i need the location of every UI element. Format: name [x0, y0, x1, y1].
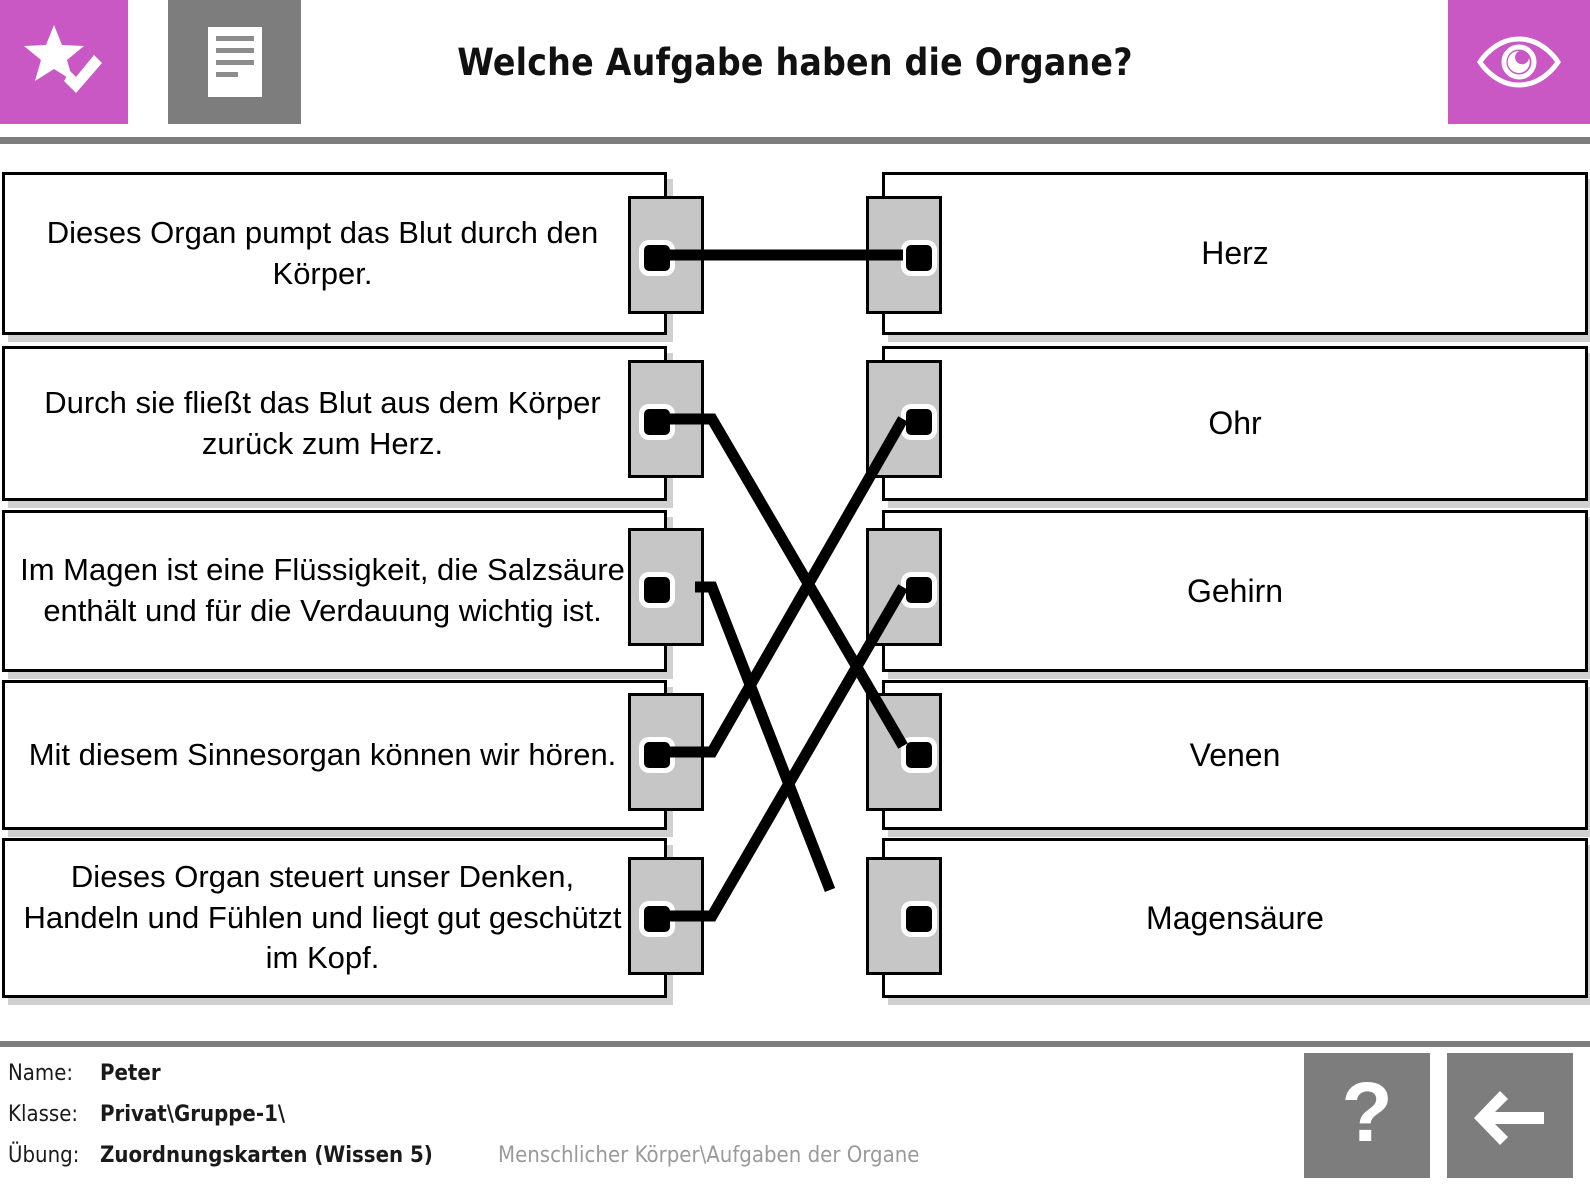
left-connector-1[interactable]: [628, 196, 704, 314]
wire-l3-incomplete: [695, 581, 836, 892]
left-connector-2[interactable]: [628, 360, 704, 478]
left-card-5[interactable]: Dieses Organ steuert unser Denken, Hande…: [2, 838, 667, 998]
left-card-1[interactable]: Dieses Organ pumpt das Blut durch den Kö…: [2, 172, 667, 335]
left-card-2[interactable]: Durch sie fließt das Blut aus dem Körper…: [2, 346, 667, 501]
document-icon: [207, 27, 262, 97]
eye-icon: [1477, 36, 1561, 88]
right-card-2-text: Ohr: [1208, 405, 1262, 442]
name-value: Peter: [100, 1061, 161, 1086]
left-connector-3[interactable]: [628, 528, 704, 646]
help-button[interactable]: ?: [1304, 1053, 1430, 1178]
right-connector-3[interactable]: [866, 528, 942, 646]
right-card-3-text: Gehirn: [1186, 572, 1284, 609]
class-value: Privat\Gruppe-1\: [100, 1102, 286, 1127]
left-card-3-text: Im Magen ist eine Flüssigkeit, die Salzs…: [20, 552, 625, 628]
right-card-4[interactable]: Venen: [882, 680, 1588, 830]
footer-divider: [0, 1041, 1590, 1047]
question-mark-icon: ?: [1341, 1064, 1393, 1159]
left-connector-1-dot[interactable]: [644, 245, 670, 271]
right-connector-2[interactable]: [866, 360, 942, 478]
right-card-4-text: Venen: [1189, 736, 1281, 773]
right-connector-4-dot[interactable]: [906, 742, 932, 768]
right-connector-1-dot[interactable]: [906, 245, 932, 271]
left-connector-3-dot[interactable]: [644, 577, 670, 603]
right-connector-2-dot[interactable]: [906, 409, 932, 435]
left-card-1-text: Dieses Organ pumpt das Blut durch den Kö…: [46, 214, 599, 291]
right-card-1-text: Herz: [1201, 235, 1269, 272]
right-card-5-text: Magensäure: [1146, 899, 1324, 936]
star-check-icon: [24, 25, 102, 93]
left-connector-2-dot[interactable]: [644, 409, 670, 435]
star-check-button[interactable]: [0, 0, 128, 124]
left-card-4-text: Mit diesem Sinnesorgan können wir hören.: [28, 736, 617, 772]
right-connector-3-dot[interactable]: [906, 577, 932, 603]
right-connector-5[interactable]: [866, 857, 942, 975]
right-card-1[interactable]: Herz: [882, 172, 1588, 335]
right-card-3[interactable]: Gehirn: [882, 510, 1588, 672]
matching-board: Dieses Organ pumpt das Blut durch den Kö…: [0, 150, 1590, 1020]
eye-button[interactable]: [1448, 0, 1590, 124]
class-label: Klasse:: [8, 1102, 79, 1127]
document-button[interactable]: [168, 0, 301, 124]
arrow-left-icon: [1474, 1090, 1544, 1145]
back-button[interactable]: [1447, 1053, 1573, 1178]
left-connector-5-dot[interactable]: [644, 906, 670, 932]
exercise-path: Menschlicher Körper\Aufgaben der Organe: [498, 1143, 920, 1168]
right-card-2[interactable]: Ohr: [882, 346, 1588, 501]
right-connector-4[interactable]: [866, 693, 942, 811]
name-label: Name:: [8, 1061, 74, 1086]
exercise-value: Zuordnungskarten (Wissen 5): [100, 1143, 433, 1168]
header-divider: [0, 137, 1590, 144]
app-header: Welche Aufgabe haben die Organe?: [0, 0, 1590, 124]
exercise-label: Übung:: [8, 1143, 80, 1168]
left-card-3[interactable]: Im Magen ist eine Flüssigkeit, die Salzs…: [2, 510, 667, 672]
left-card-5-text: Dieses Organ steuert unser Denken, Hande…: [23, 858, 622, 976]
left-connector-4-dot[interactable]: [644, 742, 670, 768]
right-connector-5-dot[interactable]: [906, 906, 932, 932]
right-card-5[interactable]: Magensäure: [882, 838, 1588, 998]
right-connector-1[interactable]: [866, 196, 942, 314]
left-connector-4[interactable]: [628, 693, 704, 811]
left-connector-5[interactable]: [628, 857, 704, 975]
left-card-4[interactable]: Mit diesem Sinnesorgan können wir hören.: [2, 680, 667, 830]
left-card-2-text: Durch sie fließt das Blut aus dem Körper…: [44, 384, 601, 461]
